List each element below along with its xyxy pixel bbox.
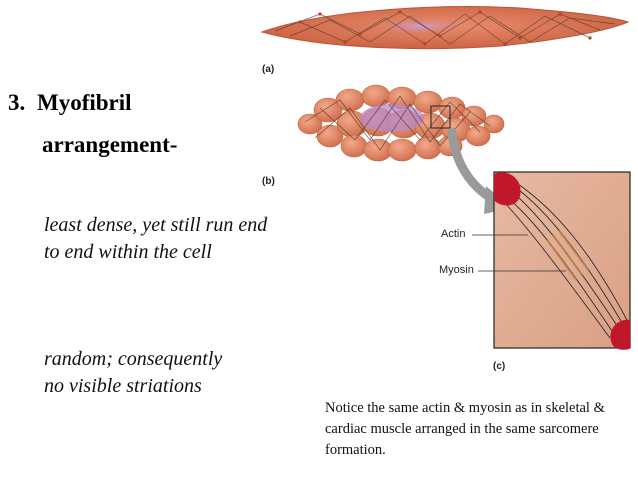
figure-label-a: (a) <box>262 64 275 75</box>
heading-line1: Myofibril <box>37 90 132 115</box>
heading-number: 3. <box>8 90 26 115</box>
actin-label: Actin <box>441 228 466 240</box>
slide-heading: 3. Myofibril <box>8 88 132 118</box>
myosin-label: Myosin <box>439 264 474 276</box>
zoom-panel <box>472 171 631 350</box>
point-density: least dense, yet still run end to end wi… <box>44 214 268 263</box>
figure-label-c: (c) <box>493 361 506 372</box>
heading-line2: arrangement- <box>42 132 178 157</box>
contracted-cell <box>297 84 505 162</box>
relaxed-cell <box>260 6 630 50</box>
note-text: Notice the same actin & myosin as in ske… <box>325 400 605 458</box>
point-random: random; consequently no visible striatio… <box>44 348 223 397</box>
figure-label-b: (b) <box>262 176 275 187</box>
